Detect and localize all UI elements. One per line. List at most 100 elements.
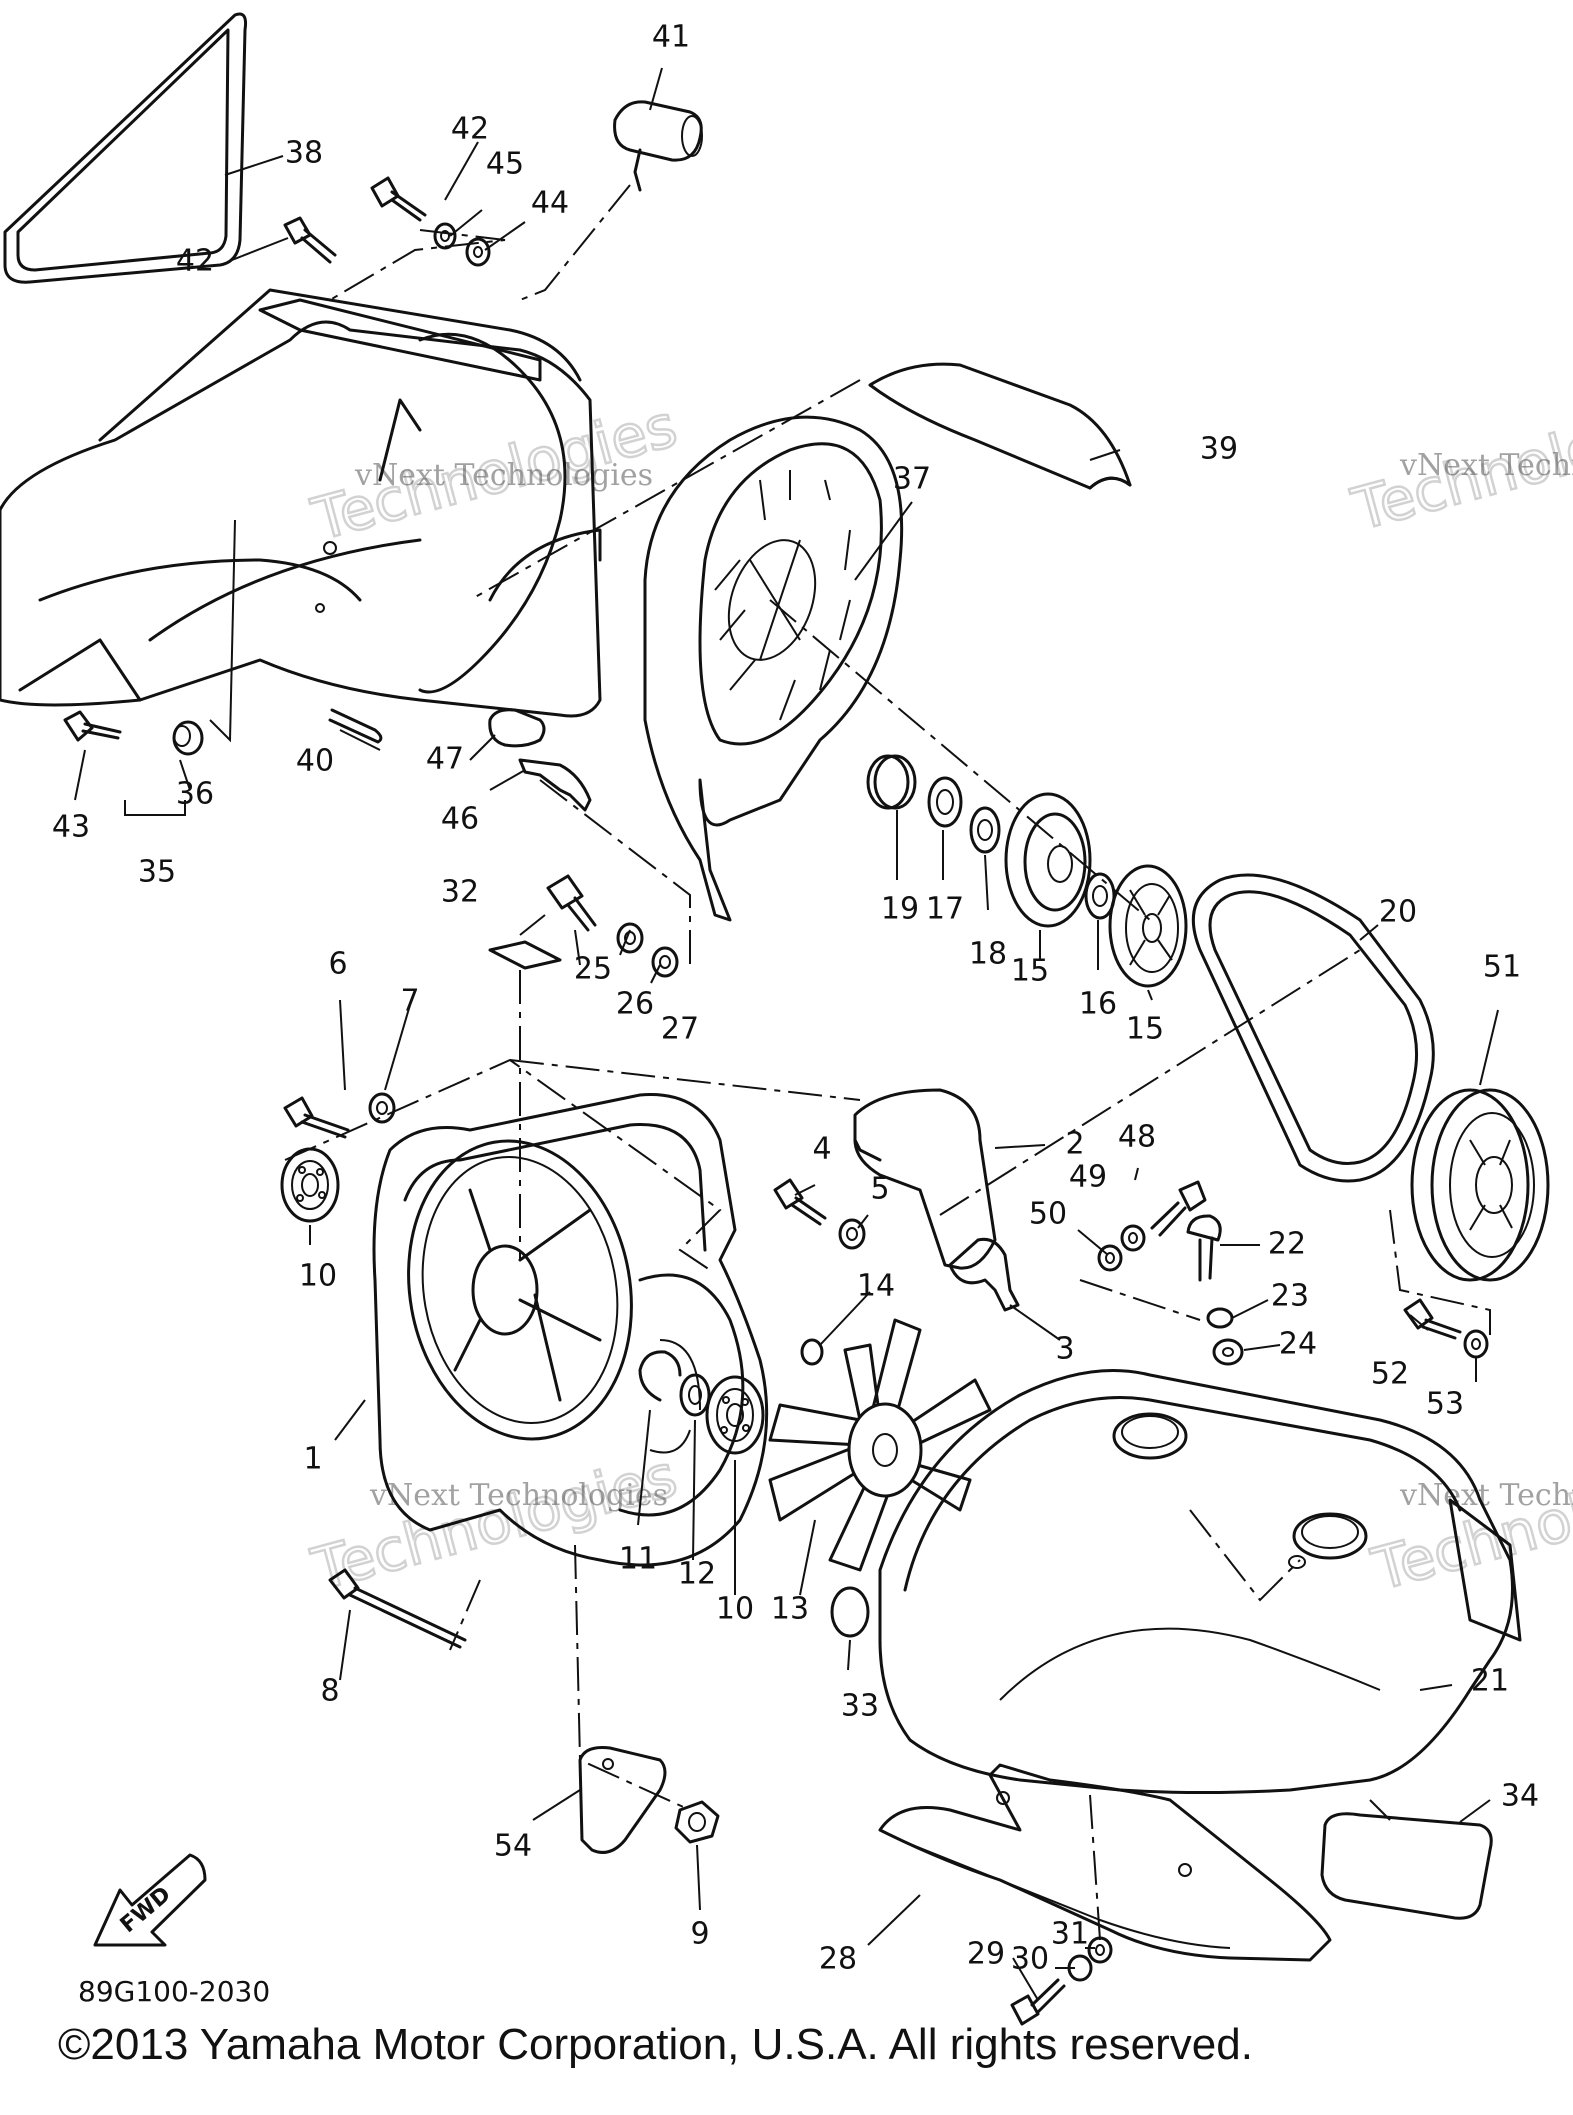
watermark-small: vNext Technologies (1399, 1478, 1573, 1513)
callout-11: 11 (619, 1542, 657, 1577)
callout-26: 26 (616, 987, 654, 1022)
callout-48: 48 (1118, 1120, 1156, 1155)
copyright-notice: ©2013 Yamaha Motor Corporation, U.S.A. A… (58, 2020, 1253, 2069)
callout-47: 47 (426, 742, 464, 777)
part-26-nut (616, 922, 644, 954)
part-50-washer (1097, 1244, 1123, 1272)
callout-27: 27 (661, 1012, 699, 1047)
part-20-belt (1191, 873, 1435, 1183)
part-14-plug (800, 1338, 824, 1366)
callout-labels: 1 2 3 4 5 6 7 8 9 10 10 11 12 13 14 15 1… (52, 20, 1539, 1977)
callout-51: 51 (1483, 950, 1521, 985)
part-34-pad (1320, 1812, 1493, 1920)
leader-lines (74, 67, 1499, 2001)
callout-12: 12 (678, 1557, 716, 1592)
callout-53: 53 (1426, 1387, 1464, 1422)
part-33-cap (830, 1586, 870, 1638)
callout-21: 21 (1471, 1664, 1509, 1699)
part-47-grommet (488, 708, 546, 748)
callout-6: 6 (328, 947, 347, 982)
watermark-small: vNext Technologies (354, 458, 653, 493)
part-48-bolt (1150, 1180, 1207, 1237)
part-25-bolt (546, 874, 597, 932)
part-44-washer (465, 237, 491, 267)
callout-3: 3 (1055, 1332, 1074, 1367)
part-24-washer (1212, 1338, 1244, 1366)
callout-34: 34 (1501, 1779, 1539, 1814)
assembly-lines (284, 184, 1491, 1941)
part-13-fan (768, 1318, 992, 1572)
part-40-clip (328, 708, 383, 744)
callout-30: 30 (1011, 1942, 1049, 1977)
callout-4: 4 (812, 1132, 831, 1167)
callout-1: 1 (303, 1442, 322, 1477)
part-29-bolt (1010, 1978, 1066, 2026)
part-51-pulley (1410, 1088, 1550, 1282)
part-39-plate (868, 362, 1132, 490)
bolt-fasteners (63, 176, 1489, 2026)
part-35-upper-cover (0, 288, 602, 718)
callout-8: 8 (320, 1674, 339, 1709)
callout-14: 14 (857, 1269, 895, 1304)
callout-16: 16 (1079, 987, 1117, 1022)
callout-24: 24 (1279, 1327, 1317, 1362)
part-17-washer (927, 776, 963, 828)
callout-33: 33 (841, 1689, 879, 1724)
part-52-bolt (1403, 1298, 1462, 1340)
part-21-cover (878, 1369, 1522, 1794)
callout-10: 10 (716, 1592, 754, 1627)
part-5-washer (838, 1218, 866, 1250)
part-42-bolt-upper (370, 176, 427, 222)
part-27-washer (651, 946, 679, 978)
watermark-large: Technologies (305, 1441, 683, 1603)
part-23-nut (1206, 1307, 1234, 1329)
part-46-bracket (518, 758, 592, 812)
callout-50: 50 (1029, 1197, 1067, 1232)
part-43-bolt (63, 710, 122, 742)
callout-19: 19 (881, 892, 919, 927)
callout-54: 54 (494, 1829, 532, 1864)
part-28-guard (878, 1763, 1332, 1962)
callout-31: 31 (1051, 1917, 1089, 1952)
part-18-washer (969, 806, 1001, 854)
callout-9: 9 (690, 1917, 709, 1952)
callout-37: 37 (893, 462, 931, 497)
callout-39: 39 (1200, 432, 1238, 467)
callout-42: 42 (176, 244, 214, 279)
part-8-long-bolt (328, 1568, 467, 1649)
callout-17: 17 (926, 892, 964, 927)
callout-40: 40 (296, 744, 334, 779)
watermark-small: vNext Technologies (1399, 448, 1573, 483)
callout-13: 13 (771, 1592, 809, 1627)
callout-28: 28 (819, 1942, 857, 1977)
fwd-label: FWD (116, 1882, 176, 1938)
part-32-label (488, 940, 562, 970)
part-12-washer (679, 1373, 711, 1417)
part-19-collar (866, 754, 917, 810)
part-22-bolt (1186, 1214, 1222, 1282)
callout-2: 2 (1065, 1127, 1084, 1162)
callout-44: 44 (531, 186, 569, 221)
watermark-large: Technologies (1365, 1441, 1573, 1603)
callout-20: 20 (1379, 895, 1417, 930)
part-31-washer (1087, 1936, 1113, 1964)
part-15-sheave-rear (1108, 864, 1188, 988)
callout-5: 5 (870, 1172, 889, 1207)
callout-29: 29 (967, 1937, 1005, 1972)
part-10-bearing-right (705, 1375, 765, 1455)
part-2-duct (853, 1088, 997, 1270)
part-6-bolt (283, 1096, 350, 1139)
part-11-circlip (638, 1350, 682, 1402)
part-37-fan-housing (643, 415, 904, 922)
fwd-arrow: FWD (93, 1853, 207, 1947)
watermark-small: vNext Technologies (369, 1478, 668, 1513)
callout-49: 49 (1069, 1160, 1107, 1195)
callout-32: 32 (441, 875, 479, 910)
part-36-collar (172, 720, 204, 756)
callout-41: 41 (652, 20, 690, 55)
part-54-plate (578, 1746, 667, 1854)
callout-23: 23 (1271, 1279, 1309, 1314)
callout-15: 15 (1011, 954, 1049, 989)
part-45-nut (433, 222, 457, 250)
part-42-bolt-lower (283, 216, 337, 264)
